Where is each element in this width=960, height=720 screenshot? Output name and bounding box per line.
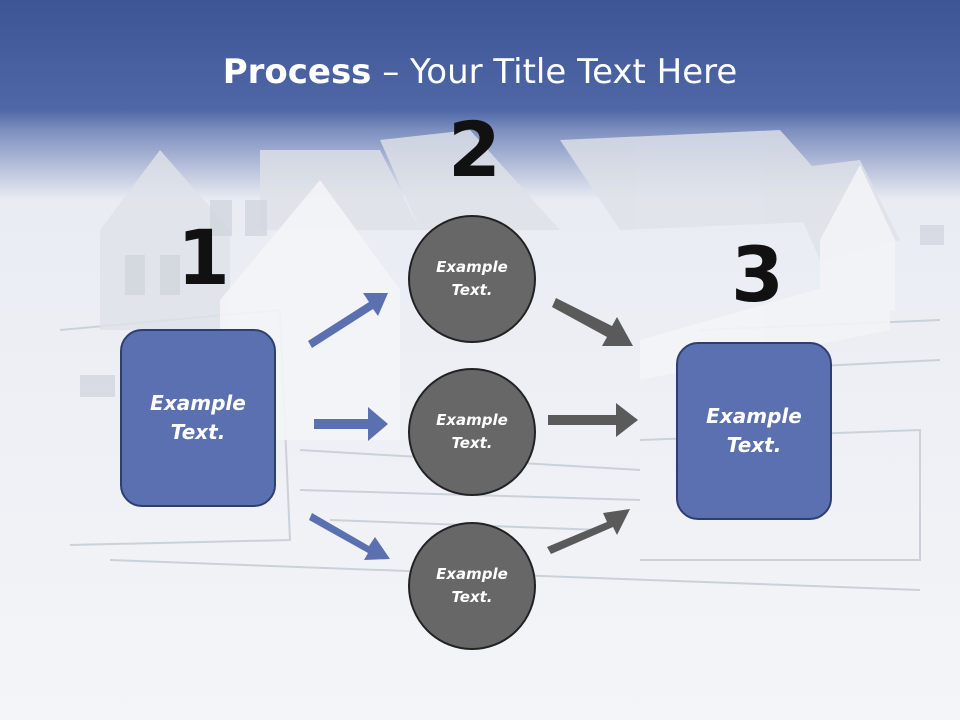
title-rest-text: – Your Title Text Here <box>371 52 738 92</box>
arrow-blue-down-icon <box>309 513 390 560</box>
circle-bottom-text-line1: Example <box>436 565 508 583</box>
slide-title: Process – Your Title Text Here <box>0 52 960 92</box>
step-2-circle-middle: Example Text. <box>408 368 536 496</box>
circle-middle-text-line2: Text. <box>451 434 493 452</box>
step-3-number: 3 <box>731 230 784 319</box>
step-3-text-line2: Text. <box>726 433 782 457</box>
circle-bottom-text-line2: Text. <box>451 588 493 606</box>
step-3-text-line1: Example <box>706 404 802 428</box>
step-2-circle-bottom: Example Text. <box>408 522 536 650</box>
step-2-number: 2 <box>448 105 501 194</box>
step-3-box: Example Text. <box>676 342 832 520</box>
step-1-text-line1: Example <box>150 391 246 415</box>
circle-top-text-line2: Text. <box>451 281 493 299</box>
arrow-gray-down-icon <box>552 298 633 346</box>
circle-top-text-line1: Example <box>436 258 508 276</box>
arrow-blue-right-icon <box>314 407 388 441</box>
step-1-box: Example Text. <box>120 329 276 507</box>
title-bold-text: Process <box>222 52 372 92</box>
circle-middle-text-line1: Example <box>436 411 508 429</box>
arrow-gray-up-icon <box>547 509 630 554</box>
step-1-text-line2: Text. <box>170 420 226 444</box>
arrow-gray-right-icon <box>548 403 638 437</box>
step-1-number: 1 <box>177 213 230 302</box>
arrow-blue-up-icon <box>308 293 388 348</box>
step-2-circle-top: Example Text. <box>408 215 536 343</box>
